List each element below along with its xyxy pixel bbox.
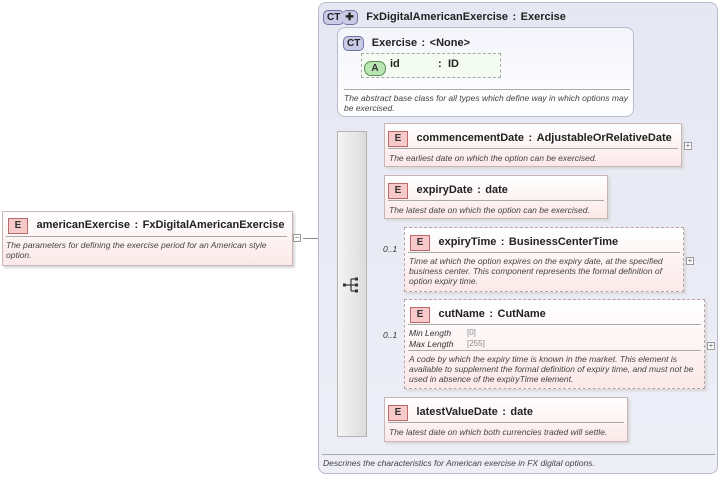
- element-expiryDate-doc: The latest date on which the option can …: [389, 205, 590, 215]
- root-element-name: americanExercise: [36, 219, 131, 231]
- complex-type-separator: :: [512, 11, 517, 23]
- element-type: CutName: [497, 308, 546, 320]
- complex-type-header[interactable]: CT✚ FxDigitalAmericanExercise : Exercise: [323, 7, 566, 25]
- root-element-americanExercise[interactable]: [2, 211, 293, 266]
- element-type: date: [485, 184, 508, 196]
- root-element-header: E americanExercise : FxDigitalAmericanEx…: [8, 215, 284, 234]
- base-type-type: <None>: [429, 37, 470, 49]
- element-badge: E: [388, 131, 408, 147]
- element-badge: E: [410, 235, 430, 251]
- element-doc-separator: [388, 422, 624, 423]
- element-separator: :: [500, 236, 505, 248]
- sequence-icon: [343, 276, 363, 294]
- base-type-name: Exercise: [371, 37, 418, 49]
- element-name: latestValueDate: [416, 406, 498, 418]
- base-doc-separator: [344, 89, 630, 90]
- facet-max-length-value: [255]: [467, 339, 485, 348]
- attribute-separator: :: [438, 58, 442, 70]
- root-doc-separator: [6, 236, 287, 237]
- element-doc-separator: [388, 200, 604, 201]
- element-commencementDate[interactable]: [384, 123, 682, 167]
- element-latestValueDate[interactable]: [384, 397, 628, 442]
- element-expiryTime-header: E expiryTime : BusinessCenterTime: [410, 232, 618, 251]
- element-badge: E: [8, 218, 28, 234]
- element-expiryTime[interactable]: [404, 227, 684, 292]
- attribute-id-content: A id : ID: [364, 58, 494, 76]
- cardinality-expiryTime: 0..1: [383, 244, 398, 254]
- base-type-badge: CT: [343, 36, 365, 51]
- element-badge: E: [410, 307, 430, 323]
- element-commencementDate-header: E commencementDate : AdjustableOrRelativ…: [388, 128, 672, 147]
- facet-min-length-value: [0]: [467, 328, 476, 337]
- expand-toggle-cutName[interactable]: +: [707, 341, 715, 350]
- expand-toggle-expiryTime[interactable]: +: [686, 256, 694, 265]
- element-cutName[interactable]: [404, 299, 705, 389]
- facet-min-length-label: Min Length: [409, 328, 452, 338]
- element-name: commencementDate: [416, 132, 525, 144]
- element-doc-separator: [388, 148, 678, 149]
- element-type: AdjustableOrRelativeDate: [536, 132, 672, 144]
- element-expiryDate-header: E expiryDate : date: [388, 180, 508, 199]
- element-latestValueDate-header: E latestValueDate : date: [388, 402, 533, 421]
- extension-icon: ✚: [342, 10, 358, 25]
- connector-root-to-type: [303, 238, 328, 239]
- complex-type-base: Exercise: [520, 11, 566, 23]
- collapse-toggle[interactable]: −: [293, 233, 301, 242]
- element-doc-separator: [408, 350, 701, 351]
- element-doc-separator: [408, 252, 680, 253]
- element-separator: :: [502, 406, 506, 418]
- element-cutName-doc: A code by which the expiry time is known…: [409, 354, 694, 384]
- element-expiryTime-doc: Time at which the option expires on the …: [409, 256, 663, 286]
- base-type-doc: The abstract base class for all types wh…: [344, 93, 628, 113]
- element-type: BusinessCenterTime: [508, 236, 619, 248]
- element-type: date: [510, 406, 533, 418]
- element-name: expiryDate: [416, 184, 473, 196]
- element-badge: E: [388, 183, 408, 199]
- element-cutName-header: E cutName : CutName: [410, 304, 546, 323]
- attribute-type: ID: [448, 58, 459, 70]
- complex-type-name: FxDigitalAmericanExercise: [366, 11, 509, 23]
- root-element-doc: The parameters for defining the exercise…: [6, 240, 267, 260]
- root-element-type: FxDigitalAmericanExercise: [142, 219, 285, 231]
- element-badge: E: [388, 405, 408, 421]
- cardinality-cutName: 0..1: [383, 330, 398, 340]
- facet-max-length-label: Max Length: [409, 339, 454, 349]
- complex-type-badge: CT: [323, 10, 345, 25]
- base-type-separator: :: [421, 37, 426, 49]
- element-separator: :: [489, 308, 494, 320]
- element-separator: :: [528, 132, 533, 144]
- attribute-badge: A: [364, 61, 386, 76]
- element-facet-separator: [408, 324, 701, 325]
- outer-doc-separator: [322, 454, 715, 455]
- element-latestValueDate-doc: The latest date on which both currencies…: [389, 427, 608, 437]
- element-expiryDate[interactable]: [384, 175, 608, 219]
- element-name: cutName: [438, 308, 485, 320]
- root-element-separator: :: [134, 219, 139, 231]
- base-type-header: CT Exercise : <None>: [343, 33, 470, 51]
- sequence-compositor[interactable]: [337, 131, 367, 437]
- element-name: expiryTime: [438, 236, 497, 248]
- element-commencementDate-doc: The earliest date on which the option ca…: [389, 153, 597, 163]
- attribute-name: id: [390, 58, 400, 70]
- element-separator: :: [477, 184, 481, 196]
- outer-type-doc: Descrines the characteristics for Americ…: [323, 458, 595, 468]
- expand-toggle-commencementDate[interactable]: +: [684, 141, 692, 150]
